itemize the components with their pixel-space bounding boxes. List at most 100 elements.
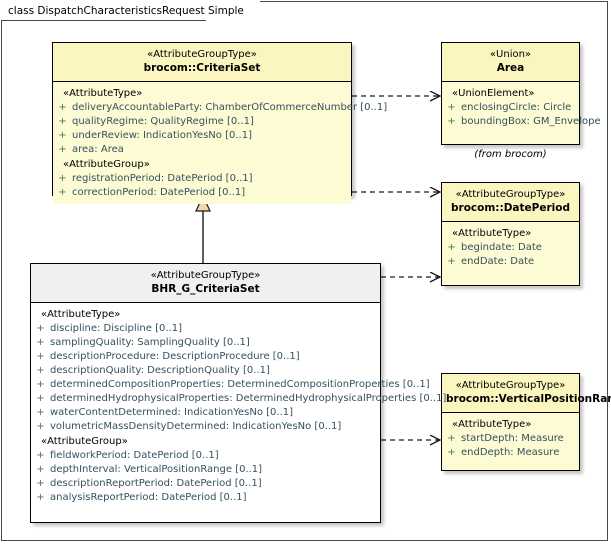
attribute-row[interactable]: + volumetricMassDensityDetermined: Indic…	[31, 420, 380, 434]
class-box-area[interactable]: «Union» Area «UnionElement» + enclosingC…	[441, 42, 601, 145]
visibility-marker: +	[447, 447, 456, 458]
attribute-row[interactable]: + waterContentDetermined: IndicationYesN…	[31, 406, 380, 420]
visibility-marker: +	[58, 144, 67, 155]
visibility-marker: +	[447, 433, 456, 444]
attribute-signature: qualityRegime: QualityRegime [0..1]	[72, 116, 254, 127]
class-header-criteria-set: «AttributeGroupType» brocom::CriteriaSet	[53, 43, 351, 82]
attribute-row[interactable]: + analysisReportPeriod: DatePeriod [0..1…	[31, 491, 380, 505]
class-stereotype: «AttributeGroupType»	[147, 49, 257, 60]
class-name: BHR_G_CriteriaSet	[151, 283, 260, 295]
attribute-signature: descriptionReportPeriod: DatePeriod [0..…	[50, 478, 262, 489]
class-name: brocom::DatePeriod	[451, 202, 570, 214]
attribute-row[interactable]: + boundingBox: GM_Envelope	[442, 115, 600, 129]
attribute-row[interactable]: + endDepth: Measure	[442, 446, 579, 460]
visibility-marker: +	[36, 407, 45, 418]
attribute-row[interactable]: + enclosingCircle: Circle	[442, 101, 579, 115]
attribute-group-label: «AttributeGroup»	[41, 436, 128, 447]
class-header-vertical-position-range: «AttributeGroupType» brocom::VerticalPos…	[442, 374, 611, 413]
visibility-marker: +	[36, 421, 45, 432]
attribute-row[interactable]: + descriptionReportPeriod: DatePeriod [0…	[31, 477, 380, 491]
visibility-marker: +	[58, 130, 67, 141]
visibility-marker: +	[58, 102, 67, 113]
attribute-row[interactable]: + begindate: Date	[442, 241, 579, 255]
attribute-row[interactable]: + endDate: Date	[442, 255, 579, 269]
visibility-marker: +	[36, 450, 45, 461]
attribute-row[interactable]: + descriptionQuality: DescriptionQuality…	[31, 364, 380, 378]
attribute-row[interactable]: + descriptionProcedure: DescriptionProce…	[31, 350, 380, 364]
visibility-marker: +	[36, 492, 45, 503]
attribute-signature: boundingBox: GM_Envelope	[461, 116, 601, 127]
attribute-signature: area: Area	[72, 144, 124, 155]
visibility-marker: +	[447, 242, 456, 253]
attribute-group-label: «AttributeType»	[63, 88, 143, 99]
class-stereotype: «AttributeGroupType»	[455, 380, 566, 391]
attribute-signature: startDepth: Measure	[461, 433, 564, 444]
class-name: Area	[496, 62, 525, 74]
attribute-row[interactable]: + samplingQuality: SamplingQuality [0..1…	[31, 336, 380, 350]
attribute-signature: correctionPeriod: DatePeriod [0..1]	[72, 187, 246, 198]
visibility-marker: +	[36, 478, 45, 489]
class-stereotype: «Union»	[489, 49, 532, 60]
visibility-marker: +	[36, 379, 45, 390]
class-box-bhr-g-criteria-set[interactable]: «AttributeGroupType» BHR_G_CriteriaSet «…	[30, 263, 446, 523]
attribute-row[interactable]: + discipline: Discipline [0..1]	[31, 322, 380, 336]
attribute-row[interactable]: + startDepth: Measure	[442, 432, 579, 446]
attribute-signature: volumetricMassDensityDetermined: Indicat…	[50, 421, 342, 432]
class-name: brocom::VerticalPositionRange	[446, 393, 611, 405]
attribute-row[interactable]: + underReview: IndicationYesNo [0..1]	[53, 129, 351, 143]
attribute-group-label: «AttributeGroup»	[63, 159, 150, 170]
attribute-signature: underReview: IndicationYesNo [0..1]	[72, 130, 252, 141]
class-box-vertical-position-range[interactable]: «AttributeGroupType» brocom::VerticalPos…	[441, 373, 611, 471]
class-box-date-period[interactable]: «AttributeGroupType» brocom::DatePeriod …	[441, 182, 580, 286]
attribute-signature: registrationPeriod: DatePeriod [0..1]	[72, 173, 253, 184]
attribute-group-label: «AttributeType»	[452, 419, 532, 430]
class-body-criteria-set: «AttributeType» + deliveryAccountablePar…	[53, 82, 387, 204]
attribute-signature: waterContentDetermined: IndicationYesNo …	[50, 407, 294, 418]
class-header-area: «Union» Area	[442, 43, 579, 82]
visibility-marker: +	[447, 256, 456, 267]
attribute-signature: begindate: Date	[461, 242, 542, 253]
class-header-date-period: «AttributeGroupType» brocom::DatePeriod	[442, 183, 579, 222]
class-body-vertical-position-range: «AttributeType» + startDepth: Measure + …	[442, 413, 579, 464]
visibility-marker: +	[36, 365, 45, 376]
attribute-group-label: «AttributeType»	[41, 309, 121, 320]
attribute-signature: endDate: Date	[461, 256, 535, 267]
attribute-signature: determinedCompositionProperties: Determi…	[50, 379, 430, 390]
attribute-signature: analysisReportPeriod: DatePeriod [0..1]	[50, 492, 247, 503]
attribute-signature: deliveryAccountableParty: ChamberOfComme…	[72, 102, 388, 113]
attribute-row[interactable]: + fieldworkPeriod: DatePeriod [0..1]	[31, 449, 380, 463]
attribute-row[interactable]: + depthInterval: VerticalPositionRange […	[31, 463, 380, 477]
visibility-marker: +	[58, 187, 67, 198]
attribute-row[interactable]: + correctionPeriod: DatePeriod [0..1]	[53, 186, 351, 200]
visibility-marker: +	[36, 337, 45, 348]
attribute-group-label: «AttributeType»	[452, 228, 532, 239]
visibility-marker: +	[36, 393, 45, 404]
attribute-row[interactable]: + determinedHydrophysicalProperties: Det…	[31, 392, 446, 406]
visibility-marker: +	[58, 173, 67, 184]
attribute-row[interactable]: + determinedCompositionProperties: Deter…	[31, 378, 429, 392]
attribute-signature: depthInterval: VerticalPositionRange [0.…	[50, 464, 263, 475]
attribute-group-label: «UnionElement»	[452, 88, 535, 99]
class-body-area: «UnionElement» + enclosingCircle: Circle…	[442, 82, 601, 133]
attribute-row[interactable]: + area: Area	[53, 143, 351, 157]
class-box-criteria-set[interactable]: «AttributeGroupType» brocom::CriteriaSet…	[52, 42, 387, 204]
diagram-title-label: class DispatchCharacteristicsRequest Sim…	[8, 4, 244, 17]
visibility-marker: +	[58, 116, 67, 127]
visibility-marker: +	[36, 323, 45, 334]
attribute-signature: samplingQuality: SamplingQuality [0..1]	[50, 337, 250, 348]
class-package-note-area: (from brocom)	[474, 149, 547, 160]
attribute-row[interactable]: + deliveryAccountableParty: ChamberOfCom…	[53, 101, 387, 115]
attribute-row[interactable]: + qualityRegime: QualityRegime [0..1]	[53, 115, 351, 129]
visibility-marker: +	[36, 351, 45, 362]
attribute-signature: endDepth: Measure	[461, 447, 560, 458]
visibility-marker: +	[447, 102, 456, 113]
visibility-marker: +	[447, 116, 456, 127]
attribute-row[interactable]: + registrationPeriod: DatePeriod [0..1]	[53, 172, 351, 186]
class-body-date-period: «AttributeType» + begindate: Date + endD…	[442, 222, 579, 273]
attribute-signature: determinedHydrophysicalProperties: Deter…	[50, 393, 447, 404]
attribute-signature: descriptionProcedure: DescriptionProcedu…	[50, 351, 300, 362]
class-body-bhr-g-criteria-set: «AttributeType» + discipline: Discipline…	[31, 303, 446, 509]
class-name: brocom::CriteriaSet	[143, 62, 261, 74]
